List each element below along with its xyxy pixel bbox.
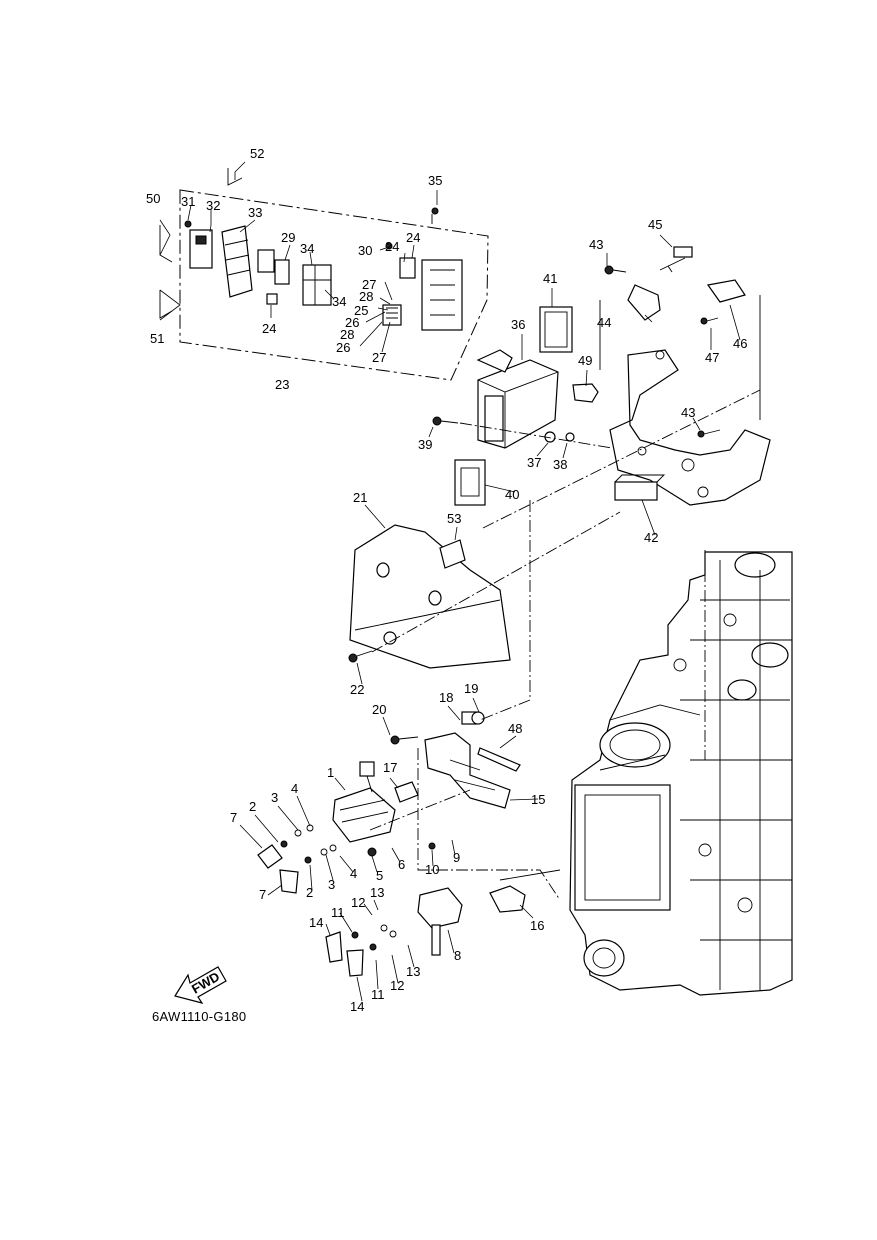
callout-21: 21 [353, 490, 367, 505]
callout-52: 52 [250, 146, 264, 161]
connection-line [417, 748, 561, 901]
connection-line [479, 500, 531, 721]
callout-13b: 13 [406, 964, 420, 979]
callout-46: 46 [733, 336, 747, 351]
callout-24: 24 [262, 321, 276, 336]
callout-6: 6 [398, 857, 405, 872]
lower-bracket-15 [390, 711, 521, 809]
coil-assembly-8 [417, 885, 526, 956]
flag-50 [159, 225, 173, 263]
callout-4b: 4 [350, 866, 357, 881]
callout-18: 18 [439, 690, 453, 705]
callout-43b: 43 [681, 405, 695, 420]
callout-50: 50 [146, 191, 160, 206]
callout-8: 8 [454, 948, 461, 963]
callout-3: 3 [271, 790, 278, 805]
callout-22: 22 [350, 682, 364, 697]
callout-28: 28 [359, 289, 373, 304]
callout-40: 40 [505, 487, 519, 502]
callout-24b: 24 [385, 239, 399, 254]
callout-47: 47 [705, 350, 719, 365]
callout-26: 26 [345, 315, 359, 330]
callout-12b: 12 [390, 978, 404, 993]
callout-33: 33 [248, 205, 262, 220]
callout-37: 37 [527, 455, 541, 470]
callout-13: 13 [370, 885, 384, 900]
callout-35: 35 [428, 173, 442, 188]
callout-32: 32 [206, 198, 220, 213]
connection-line [482, 389, 761, 529]
flag-52 [227, 168, 243, 186]
callout-23: 23 [275, 377, 289, 392]
ignition-coil-1 [332, 761, 419, 843]
callout-45: 45 [648, 217, 662, 232]
flag-51 [159, 290, 173, 319]
callout-25: 25 [354, 303, 368, 318]
callout-27: 27 [362, 277, 376, 292]
callout-39: 39 [418, 437, 432, 452]
callout-51: 51 [150, 331, 164, 346]
engine-block [569, 550, 793, 996]
connection-line [371, 511, 621, 653]
callout-41: 41 [543, 271, 557, 286]
plug-caps [257, 824, 436, 977]
callout-16: 16 [530, 918, 544, 933]
callout-20: 20 [372, 702, 386, 717]
connection-line [459, 422, 613, 449]
callout-labels: 1 2 2 3 3 4 4 5 6 7 7 8 9 10 11 11 12 12… [146, 146, 747, 1014]
callout-34: 34 [300, 241, 314, 256]
callout-9: 9 [453, 850, 460, 865]
connection-line [499, 295, 761, 881]
callout-30: 30 [358, 243, 372, 258]
callout-36: 36 [511, 317, 525, 332]
connection-line [369, 789, 471, 831]
mounting-bracket [609, 349, 771, 506]
right-upper-small-parts [432, 246, 746, 443]
callout-5: 5 [376, 868, 383, 883]
callout-2: 2 [249, 799, 256, 814]
callout-49: 49 [578, 353, 592, 368]
callout-44: 44 [597, 315, 611, 330]
callout-28b: 28 [340, 327, 354, 342]
cover-21 [348, 524, 511, 669]
callout-11b: 11 [371, 987, 385, 1002]
callout-19: 19 [464, 681, 478, 696]
subassembly-boundary-23 [179, 189, 489, 381]
callout-43: 43 [589, 237, 603, 252]
callout-3b: 3 [328, 877, 335, 892]
callout-10: 10 [425, 862, 439, 877]
callout-1: 1 [327, 765, 334, 780]
callout-38: 38 [553, 457, 567, 472]
callout-34b: 34 [332, 294, 346, 309]
callout-14b: 14 [350, 999, 364, 1014]
callout-14: 14 [309, 915, 323, 930]
callout-7: 7 [230, 810, 237, 825]
callout-2b: 2 [306, 885, 313, 900]
leader-lines [159, 161, 741, 1002]
callout-29: 29 [281, 230, 295, 245]
callout-11: 11 [331, 905, 345, 920]
callout-4: 4 [291, 781, 298, 796]
fwd-arrow-icon: FWD [174, 966, 227, 1004]
callout-12: 12 [351, 895, 365, 910]
callout-42: 42 [644, 530, 658, 545]
callout-15: 15 [531, 792, 545, 807]
callout-26b: 26 [336, 340, 350, 355]
callout-17: 17 [383, 760, 397, 775]
component-box-36 [454, 306, 573, 506]
callout-27b: 27 [372, 350, 386, 365]
diagram-reference-code: 6AW1110-G180 [152, 1009, 247, 1024]
callout-48: 48 [508, 721, 522, 736]
callout-7b: 7 [259, 887, 266, 902]
callout-31: 31 [181, 194, 195, 209]
callout-53: 53 [447, 511, 461, 526]
callout-24c: 24 [406, 230, 420, 245]
